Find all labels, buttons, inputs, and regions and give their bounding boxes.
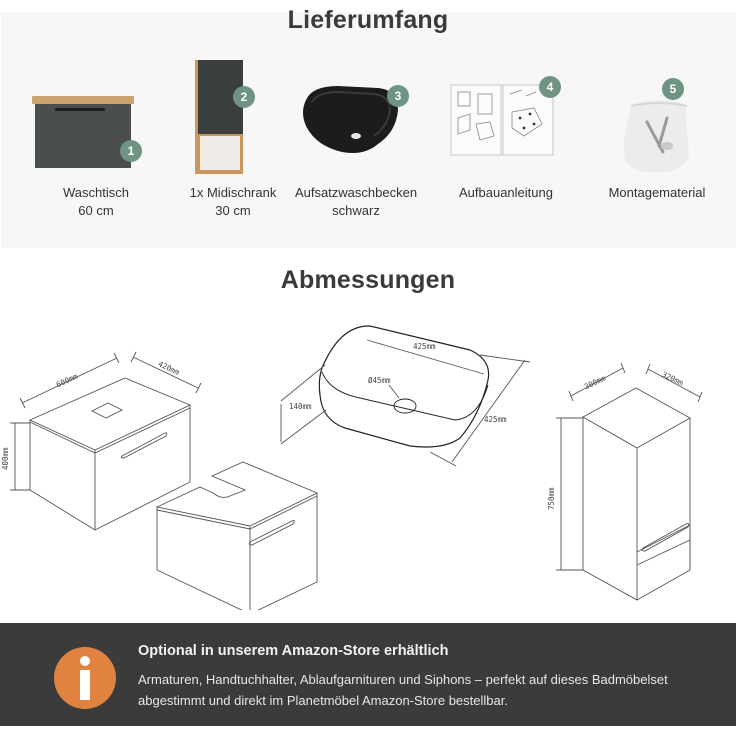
midi-cabinet-image xyxy=(195,60,243,174)
badge-2: 2 xyxy=(233,86,255,108)
svg-text:425mm: 425mm xyxy=(484,415,507,424)
vanity-with-cutout-drawing xyxy=(155,461,319,610)
svg-text:600mm: 600mm xyxy=(55,371,80,389)
svg-text:Ø45mm: Ø45mm xyxy=(368,376,391,385)
svg-text:140mm: 140mm xyxy=(289,402,312,411)
vessel-sink-image xyxy=(303,86,398,153)
banner-text: Armaturen, Handtuchhalter, Ablaufgarnitu… xyxy=(138,672,668,708)
vanity-drawing xyxy=(10,351,202,531)
svg-text:320mm: 320mm xyxy=(660,370,685,388)
badge-1: 1 xyxy=(120,140,142,162)
assembly-manual-image xyxy=(450,84,554,156)
scope-title: Lieferumfang xyxy=(287,6,449,34)
hardware-bag-image xyxy=(624,100,689,173)
amazon-store-banner: Optional in unserem Amazon-Store erhältl… xyxy=(0,623,736,726)
svg-text:750mm: 750mm xyxy=(547,487,556,510)
sink-drawing xyxy=(280,325,531,467)
svg-text:300mm: 300mm xyxy=(583,373,608,391)
item-label: Aufbauanleitung xyxy=(459,185,553,200)
item-label: Montagematerial xyxy=(608,185,706,200)
dimension-drawings: 600mm 420mm 400mm 425mm 425mm 140mm Ø45m… xyxy=(1,325,703,610)
svg-text:425mm: 425mm xyxy=(413,342,436,351)
badge-4: 4 xyxy=(539,76,561,98)
midi-cabinet-drawing xyxy=(556,362,703,601)
dimensions-title: Abmessungen xyxy=(280,266,456,294)
badge-3: 3 xyxy=(387,85,409,107)
vanity-cabinet-image xyxy=(32,96,134,168)
info-icon xyxy=(54,647,116,709)
svg-text:400mm: 400mm xyxy=(1,447,10,470)
banner-title: Optional in unserem Amazon-Store erhältl… xyxy=(138,643,449,659)
badge-5: 5 xyxy=(662,78,684,100)
